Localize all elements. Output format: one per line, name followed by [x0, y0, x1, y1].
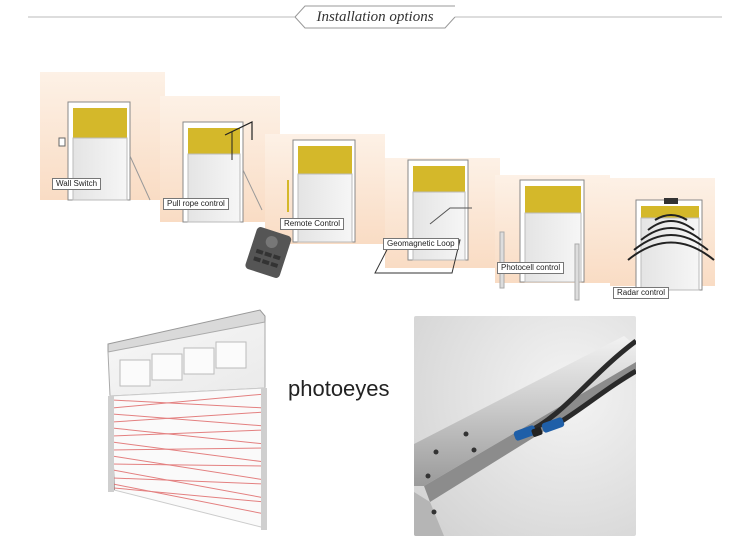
door-remote — [245, 139, 356, 278]
option-label-wall-switch: Wall Switch — [52, 178, 102, 190]
section-header: Installation options — [0, 0, 750, 40]
remote-handset-icon — [245, 227, 292, 278]
option-label-pull-rope: Pull rope control — [163, 198, 229, 210]
installation-options-strip: Wall Switch Pull rope control Remote Con… — [0, 60, 750, 310]
option-label-remote-control: Remote Control — [280, 218, 345, 230]
photoeyes-label: photoeyes — [288, 376, 390, 401]
photoeye-sensor-photo — [414, 316, 636, 536]
section-title: Installation options — [316, 9, 434, 25]
option-label-geomagnetic-loop: Geomagnetic Loop — [383, 238, 459, 250]
installation-illustration — [40, 72, 715, 301]
header-rule — [28, 5, 722, 29]
door-radar — [627, 198, 715, 291]
light-curtain-door-illustration — [100, 308, 270, 538]
option-label-photocell: Photocell control — [497, 262, 565, 274]
option-label-radar: Radar control — [613, 287, 670, 299]
beam-lines — [111, 393, 266, 515]
